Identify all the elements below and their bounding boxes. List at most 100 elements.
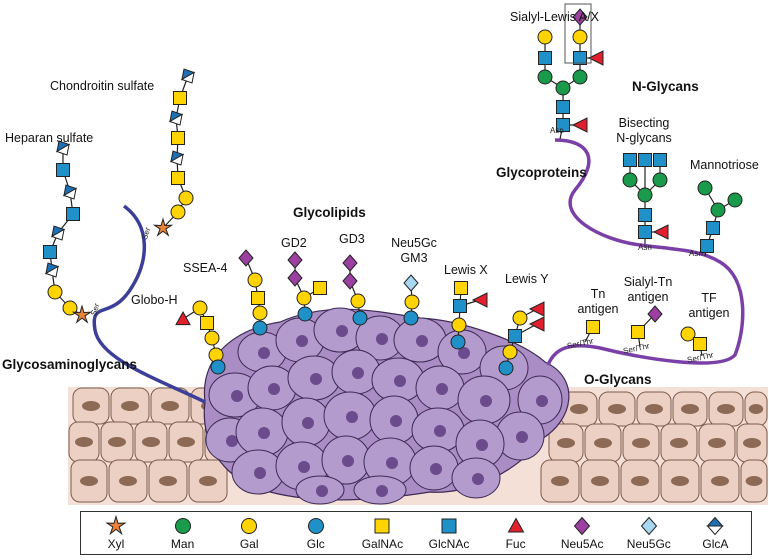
epithelial-nucleus xyxy=(108,437,126,447)
glca-split-diamond-icon xyxy=(44,262,60,278)
galnac-square-icon xyxy=(313,281,327,295)
glcnac-square-icon xyxy=(573,51,587,65)
epithelial-nucleus xyxy=(161,401,179,411)
epithelial-nucleus xyxy=(177,437,195,447)
legend-label: Fuc xyxy=(505,537,526,551)
man-circle-icon xyxy=(637,187,653,203)
glc-circle-icon xyxy=(307,518,324,534)
epithelial-nucleus xyxy=(645,404,663,414)
label-sialyl-lewis: Sialyl-Lewis A/X xyxy=(510,10,599,24)
gal-circle-icon xyxy=(512,310,528,326)
label-lewis-y: Lewis Y xyxy=(505,272,549,286)
xyl-star-icon xyxy=(71,304,93,324)
glcnac-square-icon xyxy=(623,153,637,167)
epithelial-nucleus xyxy=(681,404,699,414)
epithelial-nucleus xyxy=(670,438,688,448)
tumor-nucleus xyxy=(258,427,270,439)
sugar-symbols xyxy=(43,8,743,376)
gal-circle-icon xyxy=(241,518,258,534)
glc-circle-icon xyxy=(210,359,226,375)
glcnac-square-icon xyxy=(653,153,667,167)
legend-label: GlcA xyxy=(702,537,729,551)
tumor-nucleus xyxy=(390,415,402,427)
tumor-cell-cluster xyxy=(203,307,570,505)
epithelial-nucleus xyxy=(717,404,735,414)
gag-core-protein xyxy=(92,204,206,404)
xyl-star-icon xyxy=(105,515,127,536)
epithelial-nucleus xyxy=(671,476,689,486)
label-mannotriose: Mannotriose xyxy=(690,158,759,172)
epithelial-nucleus xyxy=(708,438,726,448)
glc-circle-icon xyxy=(252,320,268,336)
epithelial-nucleus xyxy=(75,437,93,447)
glca-split-diamond-icon xyxy=(168,110,184,126)
legend-label: Glc xyxy=(306,537,325,551)
label-lewis-x: Lewis X xyxy=(444,263,488,277)
epithelial-nucleus xyxy=(80,476,98,486)
neu5ac-diamond-icon xyxy=(238,249,254,267)
legend-item-fuc: Fuc xyxy=(484,512,548,556)
neu5gc-diamond-icon xyxy=(403,274,419,292)
gal-circle-icon xyxy=(572,29,588,45)
glca-split-diamond-icon xyxy=(169,150,185,166)
tumor-nucleus xyxy=(394,375,406,387)
glcnac-square-icon xyxy=(441,518,457,534)
legend-item-galnac: GalNAc xyxy=(350,512,414,556)
legend-item-glc: Glc xyxy=(284,512,348,556)
epithelial-nucleus xyxy=(608,404,626,414)
tumor-nucleus xyxy=(376,333,388,345)
galnac-square-icon xyxy=(374,518,390,534)
glcnac-square-icon xyxy=(66,207,80,221)
neu5ac-diamond-icon xyxy=(287,251,303,269)
gal-circle-icon xyxy=(62,300,78,316)
square-icon xyxy=(441,518,457,534)
label-gd3: GD3 xyxy=(339,232,365,246)
tumor-nucleus xyxy=(316,485,328,497)
gal-circle-icon xyxy=(680,326,696,342)
label-o-glycans: O-Glycans xyxy=(584,372,652,387)
neu5ac-diamond-icon xyxy=(574,516,591,536)
label-chondroitin-sulfate: Chondroitin sulfate xyxy=(50,79,155,93)
galnac-square-icon xyxy=(693,337,707,351)
epithelial-nucleus xyxy=(711,476,729,486)
backbone-chains xyxy=(92,138,745,404)
epithelial-nucleus xyxy=(159,476,177,486)
epithelial-nucleus xyxy=(594,438,612,448)
tumor-nucleus xyxy=(268,383,280,395)
glca-split-diamond-icon xyxy=(55,140,71,156)
tumor-nucleus xyxy=(436,383,448,395)
tumor-nucleus xyxy=(416,335,428,347)
glcnac-square-icon xyxy=(453,299,467,313)
epithelial-nucleus xyxy=(551,476,569,486)
fuc-triangle-icon xyxy=(175,310,191,326)
glycoprotein-backbone xyxy=(546,138,745,366)
diamond-icon xyxy=(574,516,591,536)
tumor-nucleus xyxy=(458,347,470,359)
tumor-nucleus xyxy=(302,417,314,429)
man-circle-icon xyxy=(727,192,743,208)
fuc-triangle-icon xyxy=(471,292,488,308)
legend-label: Neu5Ac xyxy=(560,537,604,551)
glcnac-square-icon xyxy=(556,100,570,114)
tumor-nucleus xyxy=(376,485,388,497)
epithelial-nucleus xyxy=(121,401,139,411)
tumor-nucleus xyxy=(516,431,528,443)
galnac-square-icon xyxy=(631,325,645,339)
label-glycoproteins: Glycoproteins xyxy=(496,165,587,180)
gal-circle-icon xyxy=(252,305,268,321)
legend-item-neu5ac: Neu5Ac xyxy=(550,512,614,556)
glc-circle-icon xyxy=(498,360,514,376)
gal-circle-icon xyxy=(350,293,366,309)
epithelial-nucleus xyxy=(142,437,160,447)
glc-circle-icon xyxy=(403,310,419,326)
galnac-square-icon xyxy=(171,171,185,185)
fuc-triangle-icon xyxy=(528,301,545,317)
man-circle-icon xyxy=(174,518,191,534)
glcnac-square-icon xyxy=(638,208,652,222)
diamond-icon xyxy=(640,516,657,536)
legend-label: Neu5Gc xyxy=(626,537,671,551)
